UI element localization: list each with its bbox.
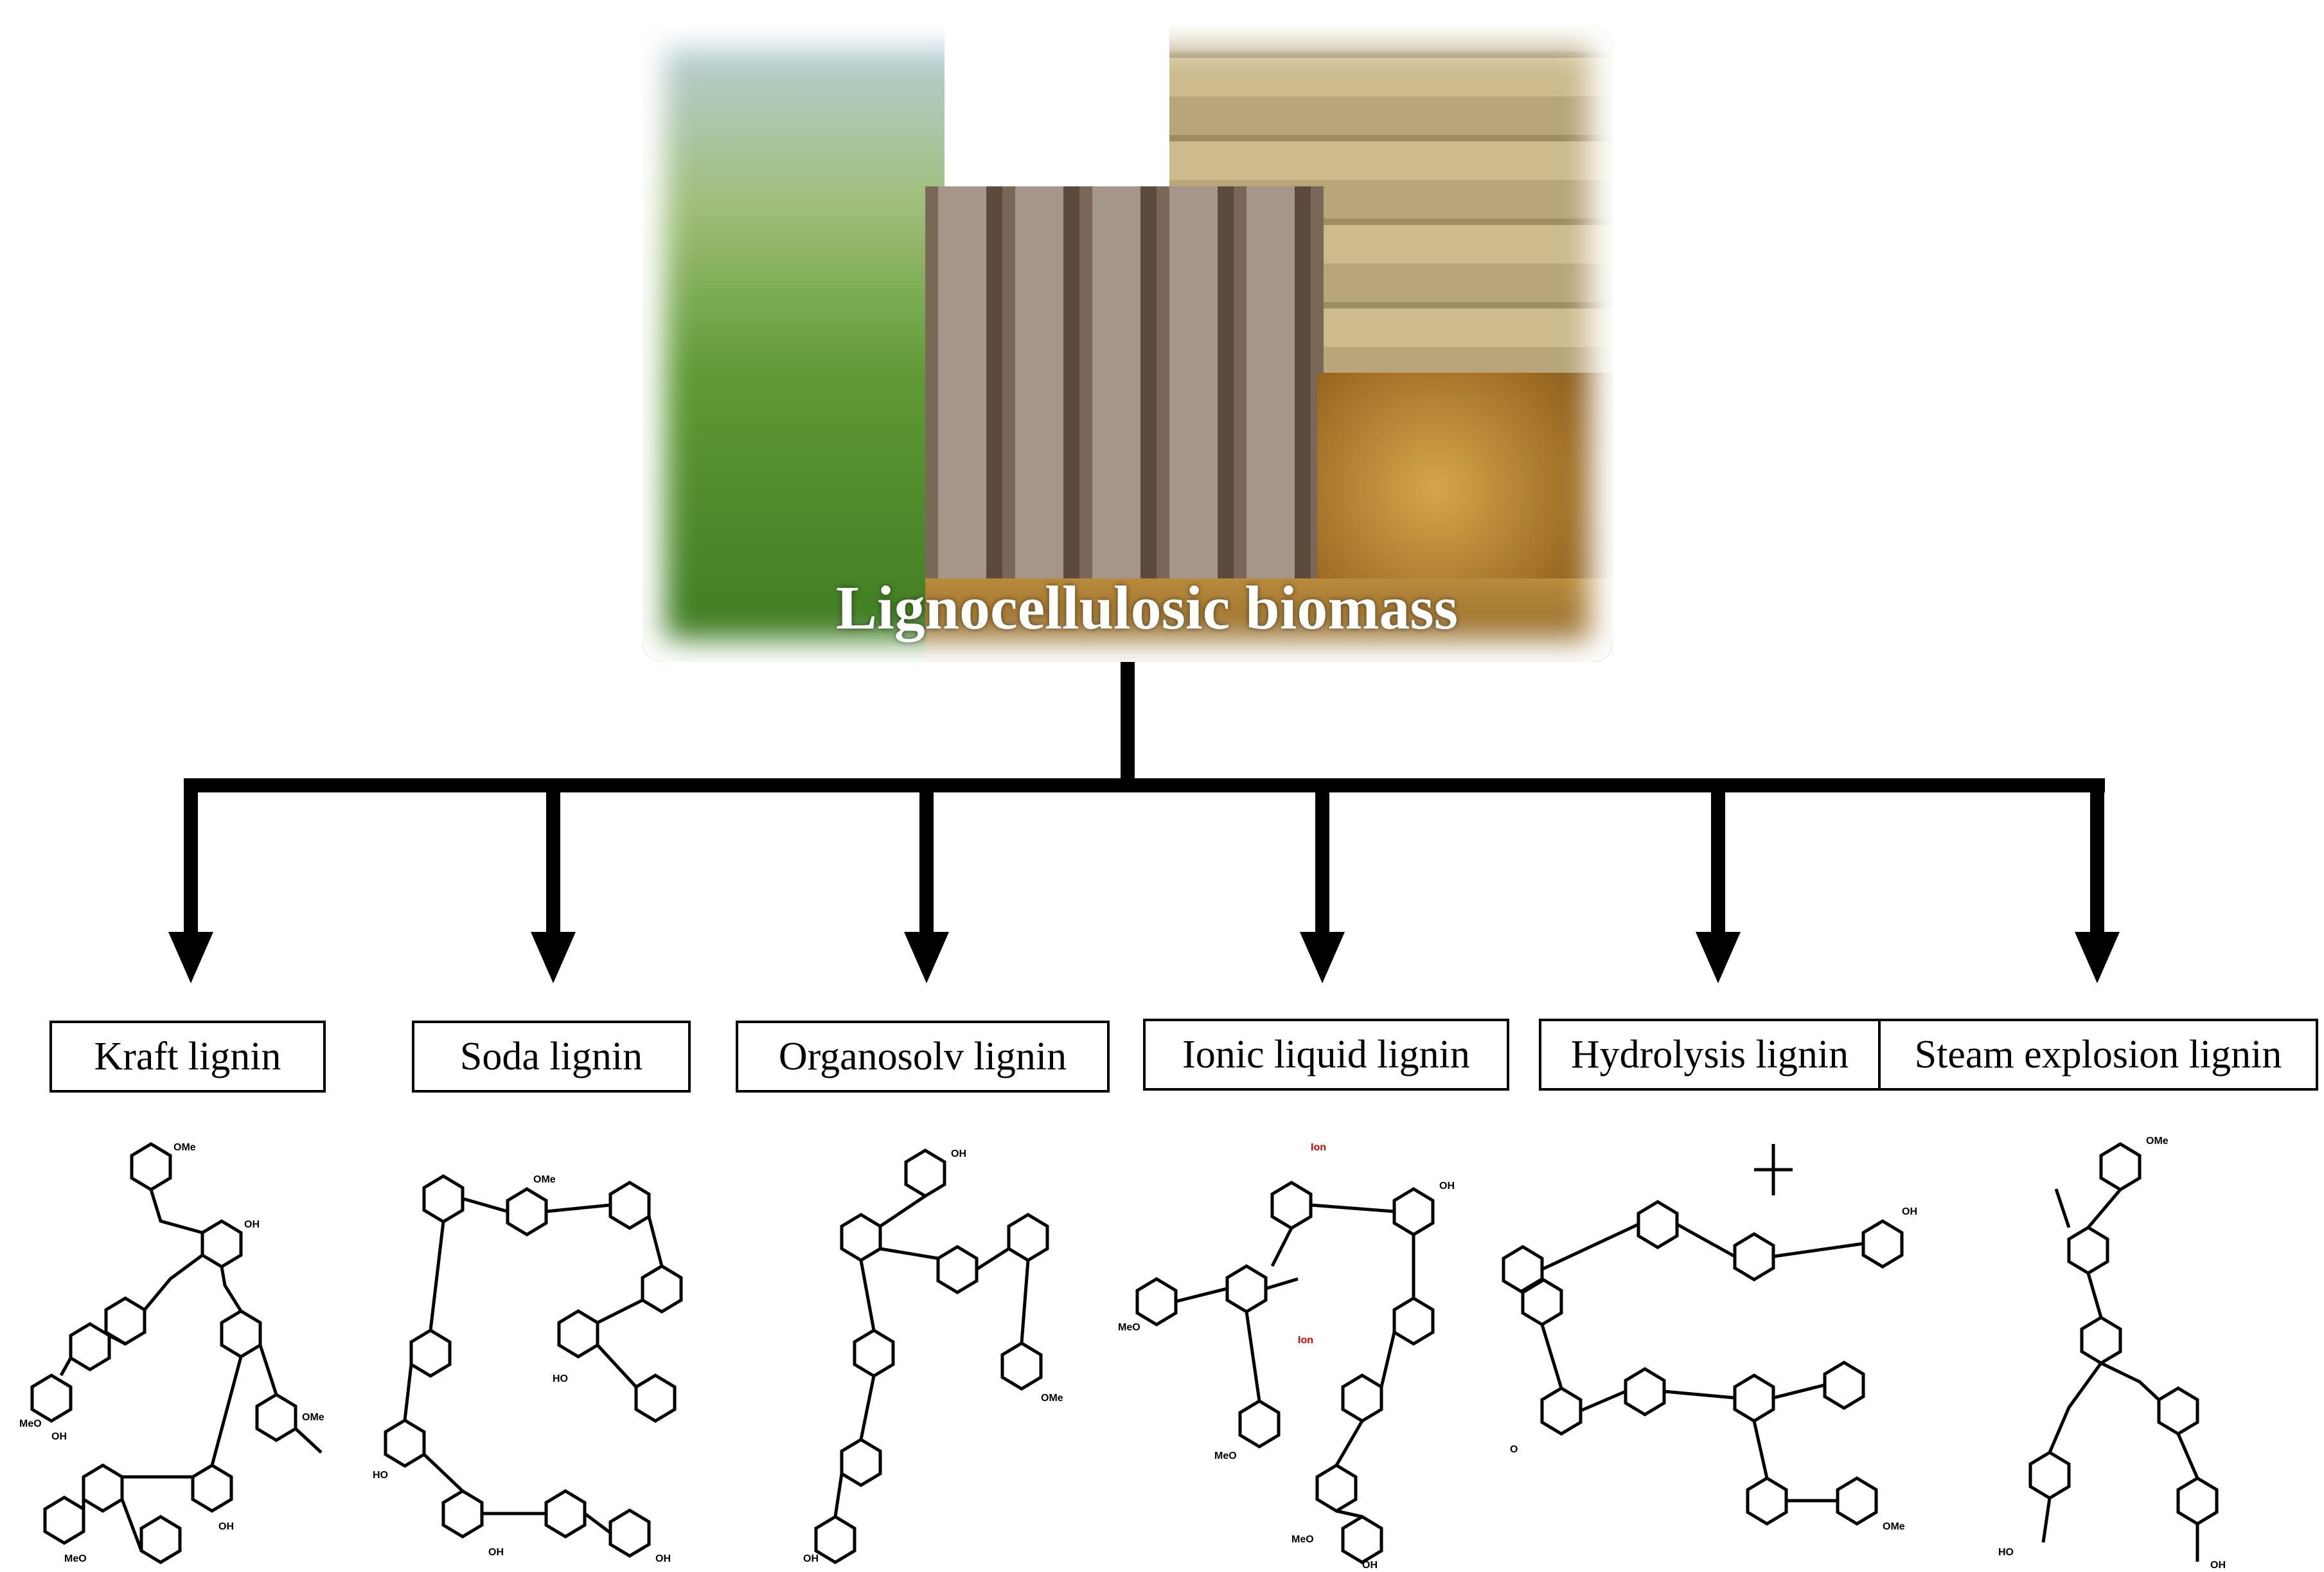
- grass-photo: [643, 26, 945, 662]
- structure-label: OMe: [302, 1412, 324, 1423]
- structure-label: OH: [951, 1148, 966, 1159]
- hydrolysis-lignin-structure: OH O OMe: [1502, 1144, 1917, 1532]
- hydrolysis-lignin-box: Hydrolysis lignin: [1539, 1019, 1881, 1091]
- biomass-photo-collage: [643, 26, 1613, 662]
- arrowhead-kraft: [168, 932, 213, 983]
- structure-label: Ion: [1311, 1142, 1326, 1153]
- branch-connector: [168, 662, 2120, 983]
- arrowhead-organosolv: [904, 932, 949, 983]
- structure-label: OH: [655, 1553, 671, 1564]
- steam-explosion-lignin-box: Steam explosion lignin: [1878, 1019, 2318, 1091]
- arrowhead-steam: [2075, 932, 2120, 983]
- soda-lignin-structure: OMe HO HO OH OH: [373, 1174, 683, 1564]
- organosolv-lignin-box: Organosolv lignin: [736, 1021, 1110, 1093]
- kraft-lignin-box: Kraft lignin: [49, 1021, 326, 1093]
- structure-label: HO: [553, 1373, 568, 1384]
- structure-label: OH: [1439, 1181, 1455, 1192]
- structure-label: OMe: [1883, 1521, 1905, 1532]
- straw-ground-photo: [925, 578, 1613, 662]
- structure-label: OH: [1362, 1560, 1378, 1568]
- steam-explosion-lignin-structure: OMe HO OH: [1998, 1136, 2226, 1568]
- structure-label: HO: [1998, 1547, 2014, 1558]
- structure-label: OH: [1902, 1206, 1917, 1217]
- soda-lignin-box: Soda lignin: [412, 1021, 691, 1093]
- structure-label: OMe: [1041, 1393, 1063, 1404]
- ionic-liquid-lignin-box: Ionic liquid lignin: [1143, 1019, 1509, 1091]
- structure-label: MeO: [1118, 1322, 1140, 1333]
- structure-label: MeO: [1291, 1534, 1314, 1545]
- structure-label: MeO: [19, 1418, 42, 1429]
- diagram-title: Lignocellulosic biomass: [835, 573, 1459, 642]
- structure-label: OMe: [173, 1142, 196, 1153]
- structure-label: Ion: [1298, 1335, 1313, 1346]
- kraft-lignin-structure: OMe OH OMe MeO OH MeO OH: [19, 1142, 324, 1564]
- arrowhead-ionic: [1300, 932, 1345, 983]
- structure-label: OMe: [533, 1174, 556, 1185]
- structure-label: OH: [51, 1431, 67, 1442]
- structure-label: O: [1510, 1444, 1518, 1455]
- structure-label: MeO: [64, 1553, 87, 1564]
- ionic-liquid-lignin-structure: Ion Ion OH MeO MeO MeO OH: [1118, 1142, 1455, 1568]
- wood-logs-photo: [925, 186, 1324, 585]
- structure-label: OH: [244, 1219, 260, 1230]
- structure-label: OMe: [2146, 1136, 2169, 1147]
- arrowhead-soda: [531, 932, 576, 983]
- organosolv-lignin-structure: OH OMe OH: [803, 1148, 1063, 1564]
- structure-label: OH: [488, 1547, 504, 1558]
- arrowhead-hydrolysis: [1696, 932, 1741, 983]
- structure-label: OH: [803, 1553, 819, 1564]
- structure-label: MeO: [1214, 1451, 1237, 1461]
- structure-label: HO: [373, 1470, 388, 1481]
- structure-label: OH: [218, 1521, 234, 1532]
- structure-label: OH: [2210, 1560, 2226, 1568]
